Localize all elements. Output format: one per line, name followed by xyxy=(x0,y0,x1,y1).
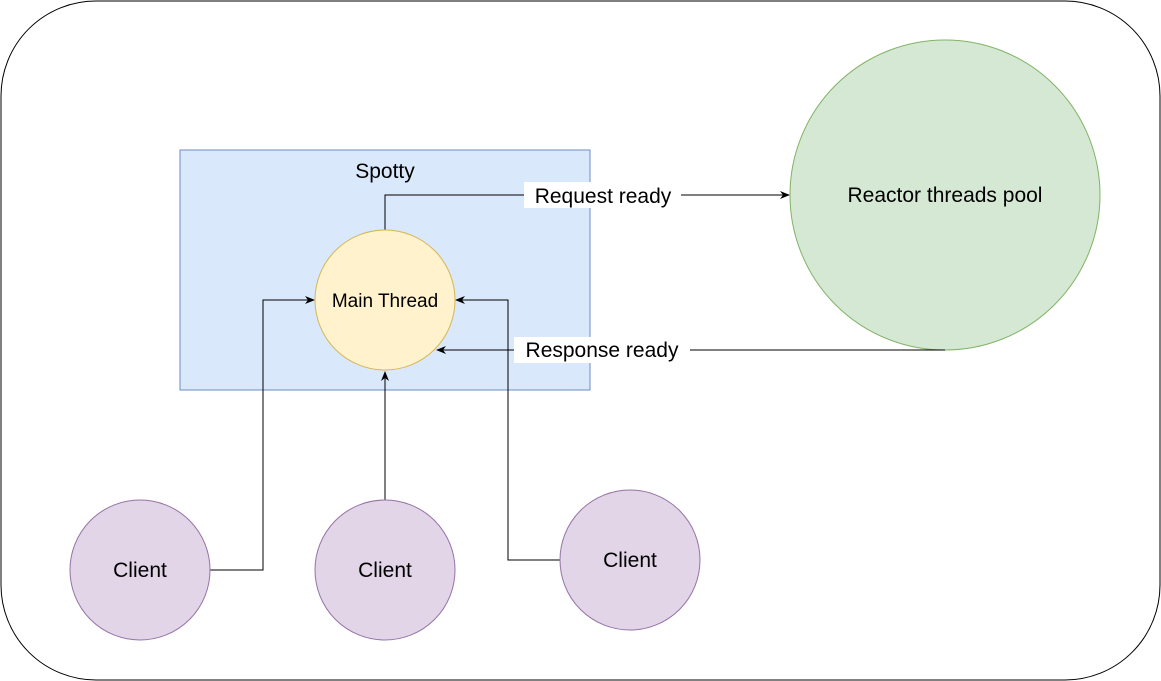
main-thread-node xyxy=(314,229,456,371)
client-label: Client xyxy=(113,559,167,582)
response-ready-label: Response ready xyxy=(526,339,679,362)
client-node xyxy=(559,489,701,631)
client-1-edge xyxy=(210,296,315,571)
request-ready-label-bg xyxy=(524,182,681,208)
client-3-edge xyxy=(455,296,560,561)
spotty-label: Spotty xyxy=(355,160,415,183)
client-label: Client xyxy=(603,549,657,572)
client-node xyxy=(314,499,456,641)
reactor-threads-pool-label: Reactor threads pool xyxy=(848,184,1043,207)
client-node xyxy=(69,499,211,641)
request-ready-label: Request ready xyxy=(535,185,672,208)
response-ready-label-bg xyxy=(514,337,690,363)
main-thread-label: Main Thread xyxy=(332,291,438,312)
client-label: Client xyxy=(358,559,412,582)
